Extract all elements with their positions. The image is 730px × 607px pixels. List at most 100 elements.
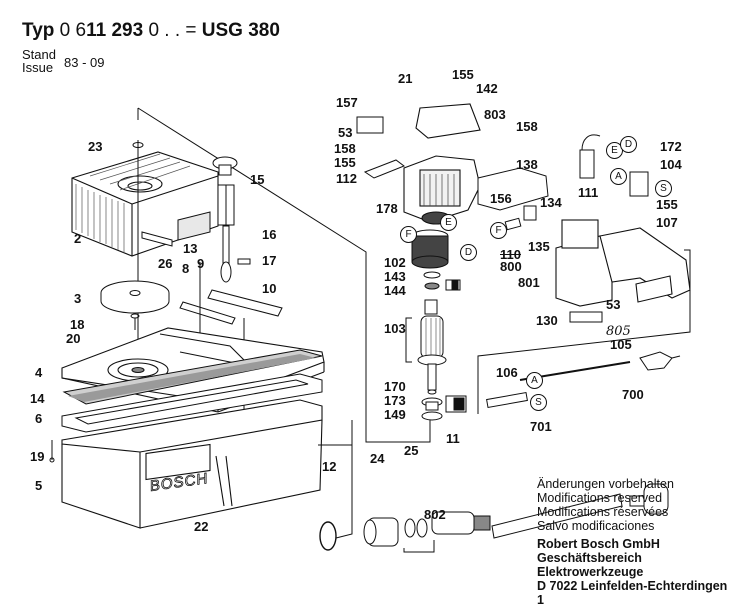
- part-label: 155: [334, 155, 356, 170]
- part-label: 134: [540, 195, 562, 210]
- part-label: 143: [384, 269, 406, 284]
- part-label: 6: [35, 411, 43, 426]
- capacitor-111: [579, 149, 595, 179]
- part-label: 18: [70, 317, 85, 332]
- adapter-24: [363, 517, 399, 547]
- part-label: 103: [384, 321, 406, 336]
- part-label: 22: [194, 519, 209, 534]
- part-label: 53: [338, 125, 353, 140]
- part-label: 803: [484, 107, 506, 122]
- part-label: 172: [660, 139, 682, 154]
- part-label: 700: [622, 387, 644, 402]
- part-label: 53: [606, 297, 621, 312]
- note-de: Änderungen vorbehalten: [537, 477, 674, 491]
- model-name: USG 380: [201, 20, 280, 41]
- part-suffix: 0 . . =: [148, 20, 197, 41]
- power-cord-105: [519, 351, 681, 381]
- company-division: Geschäftsbereich Elektrowerkzeuge: [537, 551, 644, 579]
- switch-104: [629, 171, 649, 197]
- part-label: 25: [404, 443, 419, 458]
- bosch-plate-53b: [635, 275, 673, 303]
- part-label: 801: [518, 275, 540, 290]
- filter-mesh-14: [62, 349, 323, 405]
- part-label: 155: [656, 197, 678, 212]
- wire-marker-s: S: [655, 180, 672, 197]
- part-label: 106: [496, 365, 518, 380]
- case-5: [61, 399, 323, 529]
- typ-label: Typ: [22, 20, 55, 41]
- part-label: 14: [30, 391, 45, 406]
- motor-housing: [403, 103, 481, 225]
- part-label: 142: [476, 81, 498, 96]
- part-label: 104: [660, 157, 682, 172]
- part-label: 13: [183, 241, 198, 256]
- part-label: 138: [516, 157, 538, 172]
- block-13: [177, 211, 211, 241]
- part-label: 8: [182, 261, 190, 276]
- part-label-handwritten: 805: [606, 324, 631, 339]
- part-label: 12: [322, 459, 337, 474]
- part-label: 23: [88, 139, 103, 154]
- field-coil-102: [411, 229, 449, 269]
- bearing-144: [424, 282, 440, 290]
- part-label: 135: [528, 239, 550, 254]
- note-en: Modifications reserved: [537, 491, 663, 505]
- chuck-11: [431, 511, 491, 535]
- part-label: 158: [516, 119, 538, 134]
- plate-53a: [356, 116, 384, 134]
- note-fr: Modifications réservées: [537, 505, 669, 519]
- header-title: Typ 0 611 293 0 . . = USG 380: [22, 20, 280, 42]
- part-label: 112: [336, 171, 357, 186]
- part-label: 17: [262, 253, 277, 268]
- part-label: 701: [530, 419, 552, 434]
- stand-label: Stand: [22, 47, 56, 62]
- part-label: 173: [384, 393, 406, 408]
- part-label: 11: [446, 431, 460, 446]
- part-label: 5: [35, 478, 43, 493]
- wire-marker-a: A: [526, 372, 543, 389]
- plug-700: [629, 483, 669, 515]
- part-label: 802: [424, 507, 446, 522]
- wire-marker-e: E: [440, 214, 457, 231]
- part-label: 178: [376, 201, 398, 216]
- tube-106: [486, 392, 528, 408]
- part-label: 130: [536, 313, 558, 328]
- ring-149: [421, 411, 443, 421]
- drill-body-801: [555, 219, 691, 307]
- enclosure-line: [137, 107, 431, 443]
- part-label: 15: [250, 172, 265, 187]
- part-label: 157: [336, 95, 358, 110]
- part-label: 158: [334, 141, 356, 156]
- part-label: 105: [610, 337, 632, 352]
- part-label: 800: [500, 259, 522, 274]
- part-label: 10: [262, 281, 277, 296]
- footer-notes: Änderungen vorbehalten Modifications res…: [537, 477, 730, 607]
- strip-10: [207, 289, 283, 317]
- ring-143: [423, 271, 441, 279]
- part-number: 11 293: [86, 20, 144, 41]
- wire-marker-f: F: [400, 226, 417, 243]
- plate-112: [363, 159, 406, 179]
- part-label: 26: [158, 256, 173, 271]
- armature-103: [417, 299, 447, 391]
- holder-135: [523, 205, 537, 221]
- note-es: Salvo modificaciones: [537, 519, 655, 533]
- part-label: 20: [66, 331, 81, 346]
- issue-label: Issue: [22, 60, 54, 75]
- frame-6: [61, 373, 323, 433]
- part-label: 107: [656, 215, 678, 230]
- issue-value: 83 - 09: [64, 55, 105, 70]
- block-26: [141, 231, 173, 247]
- bosch-plate: [145, 443, 211, 481]
- washer-170: [427, 389, 437, 395]
- part-label: 21: [398, 71, 413, 86]
- wire-marker-s: S: [530, 394, 547, 411]
- cable-701: [491, 493, 623, 539]
- handle-cover-803: [477, 167, 549, 211]
- company-name: Robert Bosch GmbH: [537, 537, 660, 551]
- washer-23: [132, 142, 144, 148]
- rings-25b: [416, 518, 428, 538]
- part-label: 19: [30, 449, 45, 464]
- part-prefix: 0 6: [59, 20, 87, 41]
